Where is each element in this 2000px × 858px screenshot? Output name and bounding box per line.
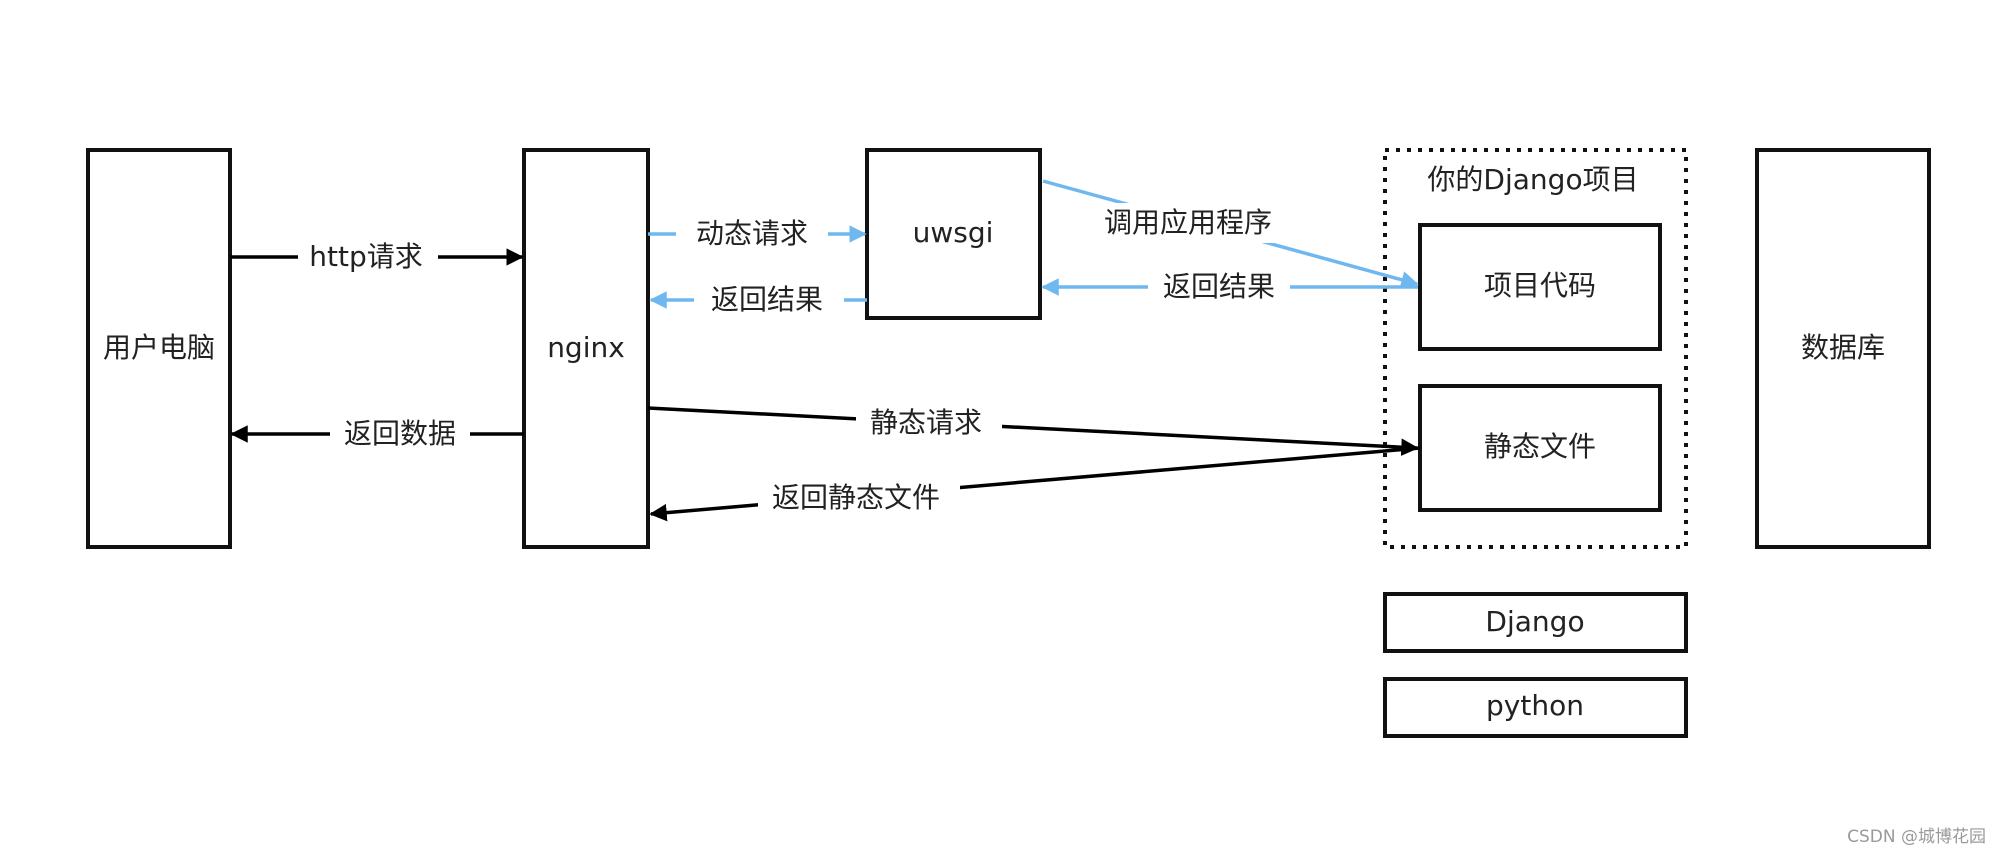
return-data-label-bg — [330, 415, 470, 453]
uwsgi-box — [865, 148, 1042, 320]
return-static-files-label-bg — [758, 478, 960, 520]
nginx-box — [522, 148, 650, 549]
static-files-label: 静态文件 — [1484, 430, 1596, 463]
return-data-label: 返回数据 — [344, 417, 456, 450]
watermark: CSDN @城博花园 — [1847, 827, 1986, 847]
return-result-uwsgi-label: 返回结果 — [1163, 270, 1275, 303]
static-files-box — [1418, 384, 1662, 512]
static-request-arrow — [647, 406, 1419, 456]
static-request-label-bg — [856, 404, 1002, 444]
call-app-label-bg — [1086, 203, 1294, 243]
django-project-container — [1383, 148, 1688, 549]
return-result-nginx-label: 返回结果 — [711, 283, 823, 316]
user-pc-box — [86, 148, 232, 549]
return-result-nginx-label-bg — [694, 281, 844, 319]
project-code-label: 项目代码 — [1484, 269, 1596, 302]
django-project-label: 你的Django项目 — [1427, 163, 1638, 196]
python-box — [1383, 677, 1688, 738]
return-result-uwsgi-label-bg — [1148, 268, 1290, 306]
django-framework-box — [1383, 592, 1688, 653]
database-box — [1755, 148, 1931, 549]
return-static-files-label: 返回静态文件 — [772, 481, 940, 514]
nginx-label: nginx — [547, 331, 625, 364]
dynamic-request-label: 动态请求 — [696, 217, 808, 250]
dynamic-request-label-bg — [676, 215, 828, 253]
user-pc-label: 用户电脑 — [103, 331, 215, 364]
django-framework-label: Django — [1485, 605, 1584, 638]
database-label: 数据库 — [1801, 331, 1885, 364]
call-app-label: 调用应用程序 — [1104, 206, 1272, 239]
http-request-label: http请求 — [309, 240, 422, 273]
http-request-label-bg — [298, 238, 438, 276]
python-label: python — [1486, 689, 1584, 722]
uwsgi-label: uwsgi — [913, 216, 994, 249]
project-code-box — [1418, 223, 1662, 351]
static-request-label: 静态请求 — [870, 406, 982, 439]
